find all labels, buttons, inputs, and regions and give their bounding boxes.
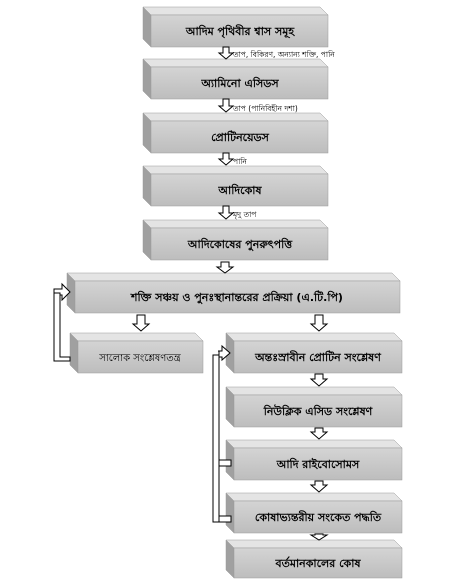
- box-photosynthesis: সালোক সংশ্লেষণতন্ত্র: [69, 332, 204, 374]
- box-label: সালোক সংশ্লেষণতন্ত্র: [98, 353, 182, 364]
- annotation-heat-radiation: তাপ, বিকিরণ, অন্যান্য শক্তি, পানি: [232, 50, 335, 59]
- down-arrow: [309, 314, 329, 332]
- annotation-heat-dry: তাপ (পানিবিহীন দশা): [232, 103, 298, 113]
- box-label: প্রোটিনয়েডস: [211, 130, 270, 144]
- box-label: অন্তঃস্রাবীন প্রোটিন সংশ্লেষণ: [254, 350, 382, 364]
- box-label: বর্তমানকালের কোষ: [274, 556, 361, 570]
- box-modern-cell: বর্তমানকালের কোষ: [225, 539, 403, 579]
- down-arrow: [309, 533, 329, 541]
- down-arrow: [131, 314, 151, 332]
- box-nucleic-acid-synthesis: নিউক্লিক এসিড সংশ্লেষণ: [225, 386, 403, 428]
- box-protein-synthesis: অন্তঃস্রাবীন প্রোটিন সংশ্লেষণ: [225, 332, 403, 374]
- feedback-loop-right-column: [212, 344, 232, 523]
- down-arrow: [309, 480, 329, 493]
- down-arrow: [215, 261, 235, 274]
- box-label: আদিকোষের পুনরুৎপত্তি: [187, 237, 293, 252]
- box-label: শক্তি সঞ্চয় ও পুনঃস্থানান্তরের প্রক্রিয…: [130, 290, 343, 305]
- down-arrow: [217, 98, 235, 113]
- box-primitive-ribosomes: আদি রাইবোসোমস: [225, 439, 403, 481]
- box-energy-atp: শক্তি সঞ্চয় ও পুনঃস্থানান্তরের প্রক্রিয…: [66, 272, 401, 314]
- annotation-mild-heat: মৃদু তাপ: [232, 210, 257, 219]
- down-arrow: [309, 373, 329, 387]
- box-protocell: আদিকোষ: [142, 165, 329, 207]
- box-amino-acids: অ্যামিনো এসিডস: [142, 58, 329, 100]
- box-primitive-gases: আদিম পৃথিবীর শ্বাস সমূহ: [142, 6, 329, 48]
- down-arrow: [217, 152, 235, 166]
- box-protocell-reproduction: আদিকোষের পুনরুৎপত্তি: [142, 219, 329, 261]
- box-label: আদিকোষ: [217, 183, 262, 197]
- box-label: অ্যামিনো এসিডস: [200, 76, 279, 90]
- box-label: নিউক্লিক এসিড সংশ্লেষণ: [263, 404, 374, 418]
- down-arrow: [309, 427, 329, 440]
- box-proteinoids: প্রোটিনয়েডস: [142, 112, 329, 154]
- feedback-loop-photosynthesis: [53, 282, 71, 362]
- box-label: আদি রাইবোসোমস: [276, 457, 360, 471]
- annotation-water: পানি: [233, 157, 247, 166]
- box-intracellular-signaling: কোষাভ্যন্তরীয় সংকেত পদ্ধতি: [225, 492, 403, 534]
- box-label: কোষাভ্যন্তরীয় সংকেত পদ্ধতি: [255, 510, 382, 524]
- down-arrow: [217, 46, 235, 60]
- box-label: আদিম পৃথিবীর শ্বাস সমূহ: [185, 24, 296, 39]
- down-arrow: [217, 205, 235, 220]
